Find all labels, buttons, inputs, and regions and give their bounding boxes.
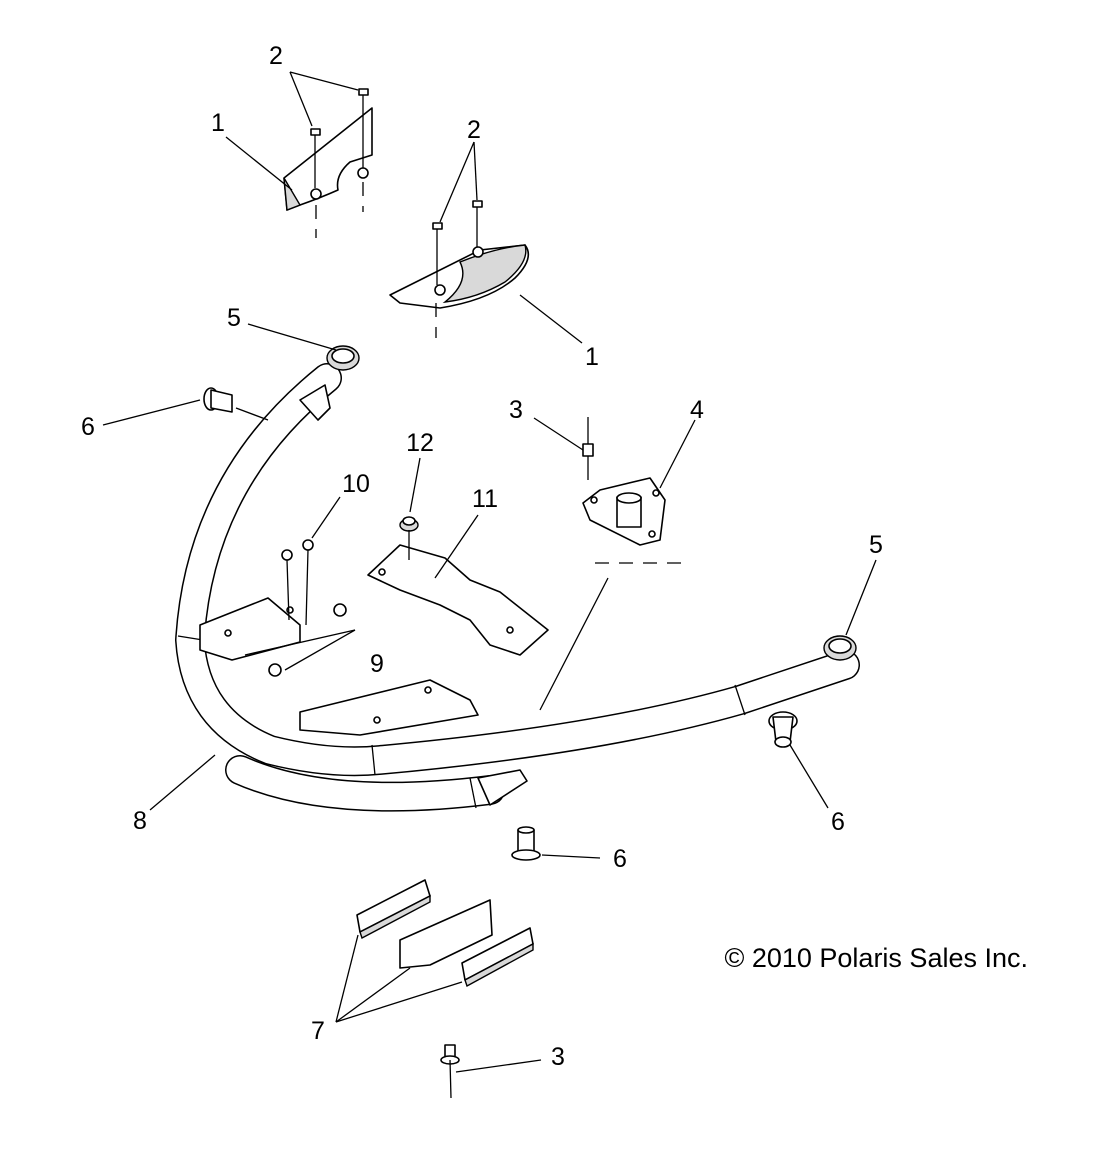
flange-nut xyxy=(399,516,419,560)
shield-plate-right xyxy=(389,244,530,338)
callout-1-left: 1 xyxy=(211,109,225,137)
bracket-screws xyxy=(268,539,347,677)
callout-5-right: 5 xyxy=(869,531,883,559)
screws-left xyxy=(310,88,369,188)
lower-bracket-arm xyxy=(477,769,528,806)
rivet-lower xyxy=(440,1044,460,1099)
rivet-head-left xyxy=(203,387,233,413)
rivet-head-right xyxy=(768,711,798,748)
callout-6-left: 6 xyxy=(81,413,95,441)
callout-1-right: 1 xyxy=(585,343,599,371)
callout-3-lower: 3 xyxy=(551,1043,565,1071)
leader-lines xyxy=(102,71,877,1073)
callout-3-upper: 3 xyxy=(509,396,523,424)
shield-plate-left xyxy=(283,107,373,238)
callout-10: 10 xyxy=(342,470,370,498)
callout-11: 11 xyxy=(472,485,498,513)
callout-7: 7 xyxy=(311,1017,325,1045)
callout-4: 4 xyxy=(690,396,704,424)
callout-6-bottom: 6 xyxy=(613,845,627,873)
mount-plates xyxy=(199,597,479,736)
bushing-mount-plate xyxy=(582,477,666,546)
callout-8: 8 xyxy=(133,807,147,835)
callout-6-right: 6 xyxy=(831,808,845,836)
callout-9: 9 xyxy=(370,650,384,678)
screws-right xyxy=(432,200,483,285)
center-mount-bracket xyxy=(367,544,549,656)
end-plug-upper xyxy=(326,345,360,371)
rivet-upper xyxy=(582,417,594,480)
copyright-notice: © 2010 Polaris Sales Inc. xyxy=(724,943,1028,973)
end-plug-right xyxy=(823,635,857,661)
rivet-head-bottom xyxy=(511,826,541,861)
callout-2-left: 2 xyxy=(269,42,283,70)
callout-5-upper: 5 xyxy=(227,304,241,332)
bumper-tube-assembly xyxy=(174,363,860,812)
callout-2-right: 2 xyxy=(467,116,481,144)
callout-12: 12 xyxy=(406,429,434,457)
pad-set xyxy=(356,879,534,988)
